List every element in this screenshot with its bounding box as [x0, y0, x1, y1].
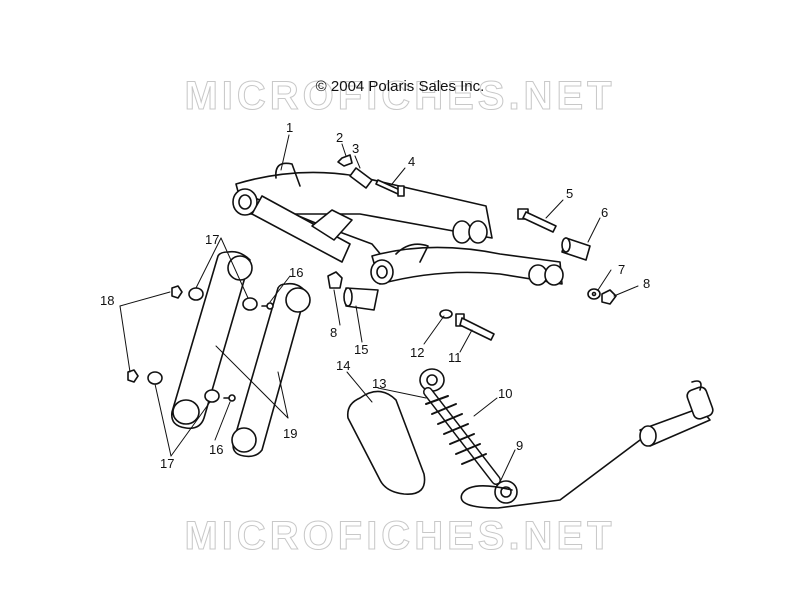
callout-3: 3 — [352, 141, 359, 156]
callout-12: 12 — [410, 345, 424, 360]
bolt-16-a — [261, 302, 274, 310]
nut-2 — [337, 154, 353, 167]
callout-9: 9 — [516, 438, 523, 453]
washer-17-d — [204, 389, 220, 403]
callout-16-top: 16 — [289, 265, 303, 280]
copyright-notice: © 2004 Polaris Sales Inc. — [315, 78, 485, 95]
callout-7: 7 — [618, 262, 625, 277]
callout-17-top: 17 — [205, 232, 219, 247]
nut-8-right — [601, 289, 617, 305]
callout-2: 2 — [336, 130, 343, 145]
bushing-15 — [343, 287, 379, 311]
link-19-left — [170, 250, 253, 430]
callout-8-right: 8 — [643, 276, 650, 291]
bolt-11 — [455, 313, 495, 341]
callout-14: 14 — [336, 358, 350, 373]
nut-18-b — [127, 369, 139, 383]
callout-13: 13 — [372, 376, 386, 391]
callout-11: 11 — [448, 350, 462, 365]
callout-15: 15 — [354, 342, 368, 357]
reservoir-9 — [460, 380, 714, 509]
callout-16-bottom: 16 — [209, 442, 223, 457]
washer-17-c — [147, 371, 163, 385]
link-19-right — [231, 282, 311, 458]
callout-17-bottom: 17 — [160, 456, 174, 471]
callout-18: 18 — [100, 293, 114, 308]
watermark-bottom: MICROFICHES.NET — [184, 514, 616, 559]
bushing-6 — [561, 237, 591, 261]
callout-10: 10 — [498, 386, 512, 401]
washer-12 — [439, 309, 453, 319]
watermark-top: MICROFICHES.NET — [184, 74, 616, 119]
nut-8-left — [327, 271, 343, 289]
callout-5: 5 — [566, 186, 573, 201]
bolt-16-b — [223, 394, 236, 402]
washer-7 — [587, 288, 601, 300]
washer-17-b — [242, 297, 258, 311]
nut-18-a — [171, 285, 183, 299]
callout-1: 1 — [286, 120, 293, 135]
callout-labels: 1 2 3 4 5 6 7 8 8 15 12 11 14 13 10 9 17… — [100, 120, 650, 471]
bolt-5 — [517, 208, 557, 233]
callout-8-left: 8 — [330, 325, 337, 340]
callout-6: 6 — [601, 205, 608, 220]
leader-lines — [119, 134, 639, 483]
bolt-4 — [375, 179, 405, 197]
bushing-3 — [349, 167, 373, 189]
callout-4: 4 — [408, 154, 415, 169]
shock-10 — [419, 368, 518, 504]
a-arm-assembly — [232, 162, 564, 286]
boot-14 — [346, 390, 426, 495]
washer-17-a — [188, 287, 204, 301]
callout-19: 19 — [283, 426, 297, 441]
